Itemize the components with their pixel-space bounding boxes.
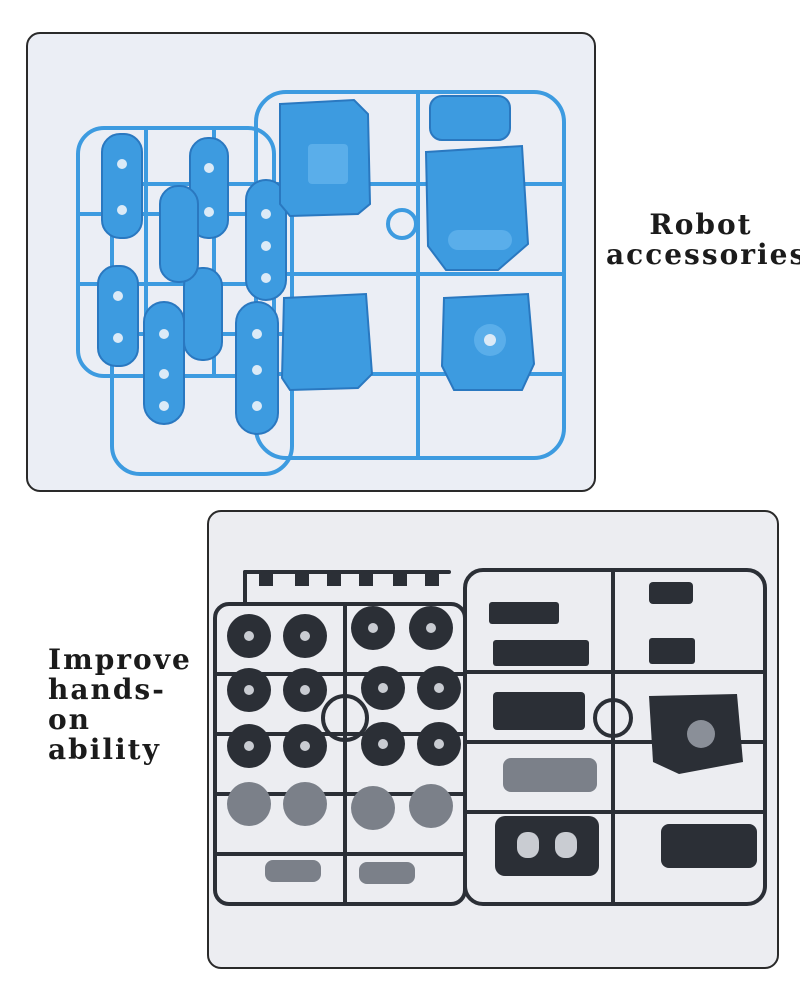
- robot-accessories-caption: Robot accessories: [606, 208, 800, 271]
- black-sprue-illustration: [213, 568, 767, 906]
- blue-parts-photo-panel: [26, 32, 596, 492]
- caption-line-1: Improve: [48, 643, 192, 676]
- caption-line-1: Robot: [649, 208, 753, 241]
- caption-line-2: hands-on: [48, 673, 166, 736]
- black-parts-photo-panel: [207, 510, 779, 969]
- caption-line-3: ability: [48, 733, 161, 766]
- improve-hands-on-ability-caption: Improve hands-on ability: [48, 645, 208, 765]
- blue-sprue-illustration: [76, 90, 566, 476]
- caption-line-2: accessories: [606, 238, 800, 271]
